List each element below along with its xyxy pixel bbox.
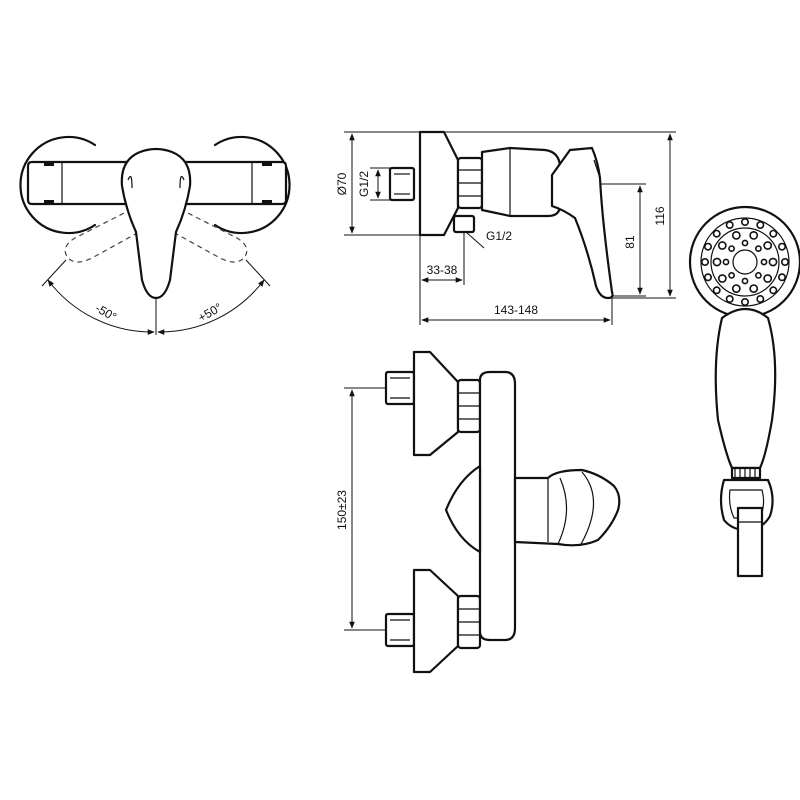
nozzle bbox=[725, 221, 734, 230]
dim-total-height: 116 bbox=[653, 206, 667, 225]
nozzle bbox=[728, 245, 735, 252]
nozzle bbox=[760, 258, 768, 266]
side-rosette bbox=[418, 130, 460, 237]
inlet-stub bbox=[388, 166, 416, 202]
nozzle bbox=[741, 277, 749, 285]
front-body bbox=[478, 370, 517, 642]
left-rosette bbox=[19, 135, 97, 235]
nozzle bbox=[741, 239, 749, 247]
nozzle bbox=[700, 257, 709, 266]
nozzle bbox=[755, 245, 762, 252]
dim-thread-outlet: G1/2 bbox=[486, 229, 512, 243]
nozzle bbox=[717, 274, 727, 283]
hose-connector bbox=[736, 506, 764, 578]
nozzle bbox=[756, 294, 765, 303]
dim-depth: 33-38 bbox=[427, 263, 458, 277]
nozzle bbox=[756, 221, 765, 230]
nozzle bbox=[763, 274, 773, 283]
front-view: 150±23 bbox=[335, 350, 621, 674]
nozzle bbox=[763, 241, 773, 250]
outlet-stub bbox=[452, 214, 476, 234]
shower-handle bbox=[714, 307, 777, 470]
angle-right-label: +50° bbox=[196, 300, 225, 325]
handle-ring bbox=[730, 466, 762, 480]
nozzle bbox=[731, 284, 741, 293]
dim-center-distance: 150±23 bbox=[335, 490, 349, 530]
nozzle bbox=[769, 229, 778, 238]
nozzle bbox=[768, 257, 778, 267]
nozzle bbox=[725, 294, 734, 303]
upper-inlet-stub bbox=[384, 370, 416, 406]
nozzle bbox=[740, 297, 749, 306]
top-view: -50° +50° bbox=[19, 135, 291, 335]
nozzle bbox=[755, 271, 762, 279]
nozzle bbox=[712, 257, 722, 267]
lever-top bbox=[120, 147, 192, 300]
nozzle bbox=[749, 230, 759, 240]
front-lever bbox=[513, 468, 621, 547]
side-body bbox=[480, 146, 562, 218]
lever-position-left bbox=[64, 204, 151, 263]
lower-rosette bbox=[412, 568, 460, 674]
nozzle bbox=[740, 218, 749, 227]
side-view: Ø70 G1/2 G1/2 33-38 143-148 81 116 bbox=[335, 130, 676, 325]
lever-position-right bbox=[161, 204, 248, 263]
angle-left-label: -50° bbox=[93, 301, 119, 324]
nozzle bbox=[722, 258, 730, 266]
hand-shower-view bbox=[688, 205, 800, 578]
nozzle bbox=[712, 229, 721, 238]
nozzle bbox=[777, 242, 786, 251]
nozzle bbox=[703, 273, 712, 282]
nozzle bbox=[728, 271, 735, 279]
dim-lever-height: 81 bbox=[623, 235, 637, 249]
spray-nozzles bbox=[700, 218, 789, 306]
nozzle bbox=[769, 286, 778, 295]
dim-thread-inlet: G1/2 bbox=[357, 171, 371, 197]
nozzle bbox=[780, 257, 789, 266]
nozzle bbox=[717, 241, 727, 250]
dim-diameter: Ø70 bbox=[335, 172, 349, 195]
right-rosette bbox=[213, 135, 291, 235]
nozzle bbox=[712, 286, 721, 295]
side-lever bbox=[550, 146, 614, 300]
dim-length: 143-148 bbox=[494, 303, 538, 317]
nozzle bbox=[777, 273, 786, 282]
nozzle bbox=[703, 242, 712, 251]
nozzle bbox=[731, 230, 741, 240]
cartridge-housing bbox=[444, 464, 482, 554]
nozzle bbox=[749, 284, 759, 293]
lower-inlet-stub bbox=[384, 612, 416, 648]
upper-rosette bbox=[412, 350, 460, 457]
